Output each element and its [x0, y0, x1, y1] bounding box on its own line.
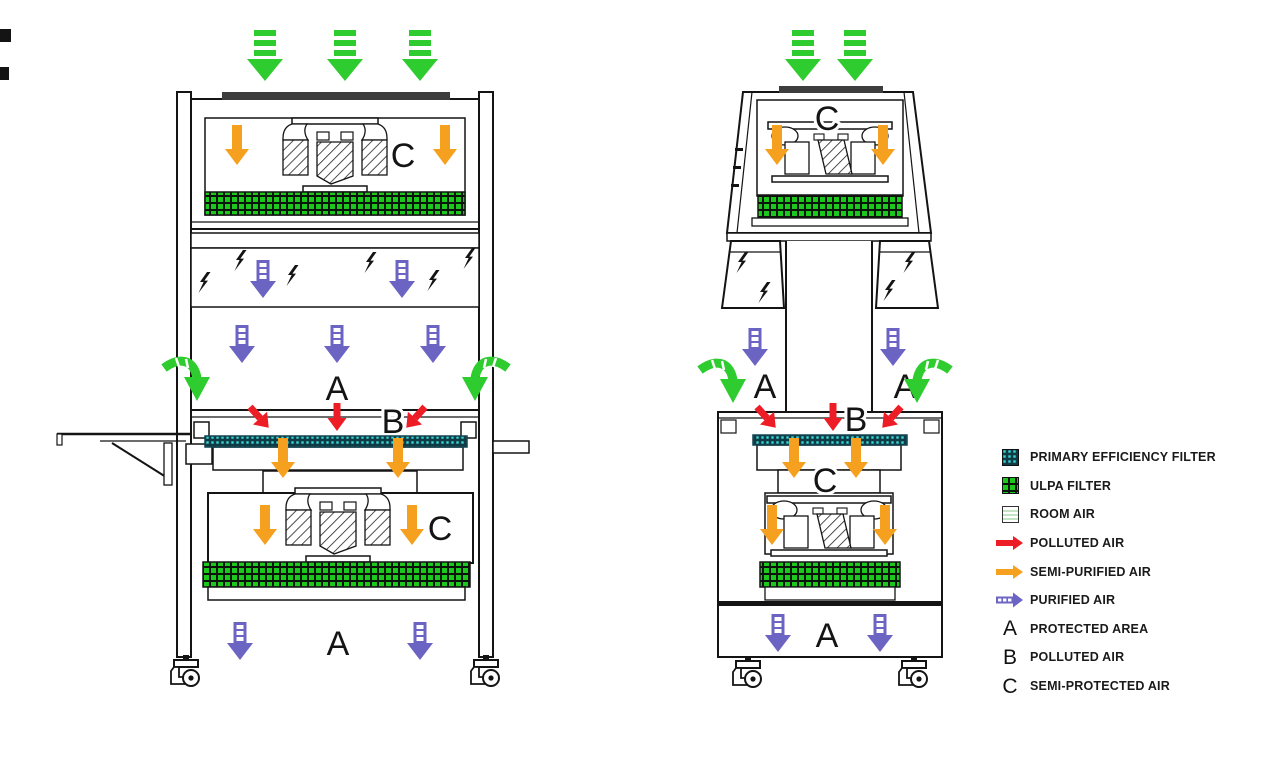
legend-letter-a: A — [1002, 617, 1017, 641]
ulpa-filter-strip — [757, 194, 903, 219]
legend-item: ROOM AIR — [994, 500, 1216, 529]
front-view-diagram: C A — [56, 30, 530, 687]
support-column — [786, 241, 872, 412]
legend-label: POLLUTED AIR — [1030, 536, 1125, 551]
primary-filter-strip — [204, 435, 468, 448]
ulpa-filter-strip — [759, 561, 901, 588]
legend-letter-c: C — [1002, 674, 1018, 698]
sash-window-section — [720, 232, 940, 412]
ulpa-filter-strip — [202, 561, 471, 588]
caster-wheel — [732, 655, 762, 688]
legend-label: POLLUTED AIR — [1030, 650, 1125, 665]
caster-wheel — [898, 655, 928, 688]
legend-item: B POLLUTED AIR — [994, 643, 1216, 672]
work-zone: A A — [700, 328, 950, 406]
edge-artifact — [0, 29, 11, 80]
label-c-lower: C — [428, 510, 453, 548]
caster-wheel — [170, 654, 200, 687]
armrest-shelf — [56, 432, 213, 486]
legend-label: SEMI-PURIFIED AIR — [1030, 564, 1151, 579]
legend-item: PRIMARY EFFICIENCY FILTER — [994, 443, 1216, 472]
primary-filter-swatch — [994, 448, 1026, 466]
semi-purified-air-arrow-icon — [994, 564, 1026, 580]
legend-label: ROOM AIR — [1030, 507, 1096, 522]
legend: PRIMARY EFFICIENCY FILTER ULPA FILTER RO… — [994, 443, 1216, 700]
legend-item: C SEMI-PROTECTED AIR — [994, 672, 1216, 701]
lower-fan-section: C — [202, 435, 474, 601]
label-c-top: C — [391, 137, 416, 175]
uv-lamp-band — [190, 232, 480, 308]
bottom-exhaust-zone: A — [170, 622, 500, 687]
legend-item: A PROTECTED AREA — [994, 615, 1216, 644]
top-fan-plenum: C — [725, 86, 933, 234]
legend-item: ULPA FILTER — [994, 472, 1216, 501]
legend-label: SEMI-PROTECTED AIR — [1030, 679, 1170, 694]
legend-letter-b: B — [1002, 645, 1017, 669]
label-b-plenum: B — [845, 401, 868, 439]
polluted-air-arrow-icon — [994, 535, 1026, 551]
legend-item: POLLUTED AIR — [994, 529, 1216, 558]
ulpa-filter-swatch — [994, 477, 1026, 495]
label-c-lower: C — [813, 462, 838, 500]
purified-air-arrow-icon — [994, 592, 1026, 608]
work-zone: A — [164, 325, 508, 408]
side-rod — [492, 440, 530, 454]
legend-label: PURIFIED AIR — [1030, 593, 1116, 608]
legend-label: PROTECTED AREA — [1030, 621, 1149, 636]
legend-item: PURIFIED AIR — [994, 586, 1216, 615]
label-a-work-zone: A — [326, 370, 349, 408]
label-a-bottom: A — [816, 617, 839, 655]
primary-filter-strip — [752, 434, 908, 446]
caster-wheel — [470, 654, 500, 687]
label-a-left: A — [754, 368, 777, 406]
room-air-intake-arrows — [785, 30, 873, 81]
legend-item: SEMI-PURIFIED AIR — [994, 557, 1216, 586]
label-a-bottom: A — [327, 625, 350, 663]
legend-label: PRIMARY EFFICIENCY FILTER — [1030, 450, 1216, 465]
work-deck: B — [56, 400, 530, 486]
room-air-swatch — [994, 505, 1026, 523]
legend-label: ULPA FILTER — [1030, 478, 1112, 493]
top-fan-plenum: C — [190, 92, 480, 230]
label-a-right: A — [894, 368, 917, 406]
label-c-top: C — [815, 100, 840, 138]
side-view-diagram: C A A — [700, 30, 950, 688]
ulpa-filter-strip — [204, 191, 466, 216]
lower-cabinet: B C A — [717, 398, 943, 658]
room-air-intake-arrows — [247, 30, 438, 81]
